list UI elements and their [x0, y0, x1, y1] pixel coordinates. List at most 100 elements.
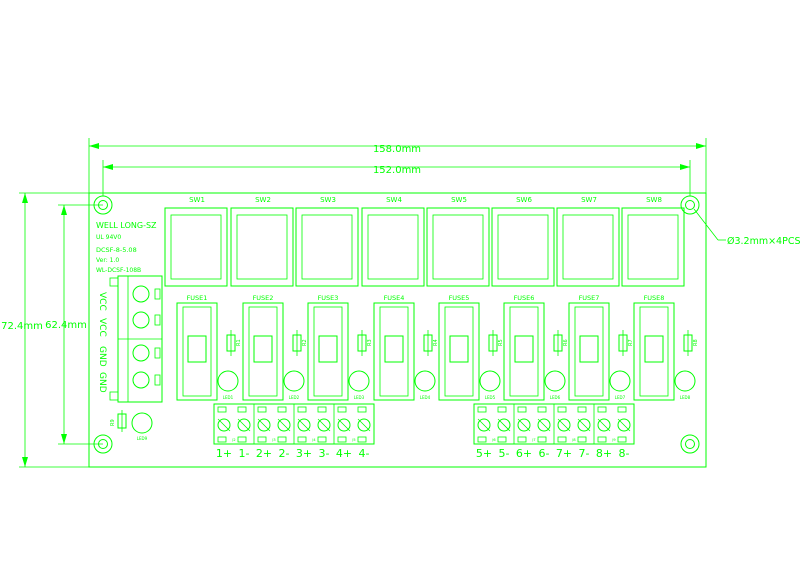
switch-label: SW4: [386, 196, 402, 204]
led4: LED4: [414, 370, 436, 400]
led7: LED7: [609, 370, 631, 400]
svg-text:LED6: LED6: [550, 395, 561, 400]
model-text: WL-DCSF-108B: [96, 267, 141, 274]
resistor-r8: R8: [683, 330, 699, 356]
pin-label-gnd-1: GND: [97, 346, 107, 367]
inner-width-label: 152.0mm: [373, 165, 421, 176]
hole-callout-label: Ø3.2mm×4PCS: [727, 236, 800, 247]
switch-label: SW6: [516, 196, 532, 204]
fuse-label: FUSE8: [644, 294, 665, 302]
output-label-left: 3-: [319, 447, 330, 460]
resistor-r6: R6: [553, 330, 569, 356]
svg-text:R9: R9: [110, 419, 116, 426]
output-label-left: 4-: [359, 447, 370, 460]
board-silkscreen-text: WELL LONG-SZ UL 94V0 DCSF-8-5.08 Ver: 1.…: [96, 221, 157, 274]
fuse-8: [633, 302, 675, 401]
output-label-right: 5-: [499, 447, 510, 460]
led2: LED2: [283, 370, 305, 400]
output-label-left: 3+: [296, 447, 312, 460]
fuse-label: FUSE7: [579, 294, 600, 302]
fuse-4: [373, 302, 415, 401]
fuse-3: [307, 302, 349, 401]
input-connector: VCC VCC GND GND: [97, 275, 163, 403]
svg-text:R4: R4: [433, 339, 439, 346]
svg-text:LED5: LED5: [485, 395, 496, 400]
fuse-2: [242, 302, 284, 401]
dimension-outer-width: 158.0mm: [88, 138, 707, 193]
resistor-r4: R4: [423, 330, 439, 356]
fuse-label: FUSE1: [187, 294, 208, 302]
svg-text:J9: J9: [611, 438, 615, 442]
switch-8: [621, 207, 685, 287]
mounting-hole-bottom-right: [680, 434, 700, 454]
switch-label: SW2: [255, 196, 271, 204]
led9: LED9: [131, 412, 153, 441]
fuse-label: FUSE3: [318, 294, 339, 302]
switch-label: SW1: [189, 196, 205, 204]
inner-height-label: 62.4mm: [45, 320, 87, 331]
maker-text: WELL LONG-SZ: [96, 221, 157, 230]
switch-4: [361, 207, 425, 287]
output-label-right: 8-: [619, 447, 630, 460]
fuse-7: [568, 302, 610, 401]
pin-label-gnd-2: GND: [97, 372, 107, 393]
pin-label-vcc-1: VCC: [97, 292, 107, 311]
fuse-label: FUSE6: [514, 294, 535, 302]
switch-3: [295, 207, 359, 287]
svg-text:LED9: LED9: [137, 436, 148, 441]
output-label-left: 1+: [216, 447, 232, 460]
outer-height-label: 72.4mm: [1, 321, 43, 332]
output-label-right: 5+: [476, 447, 492, 460]
switch-5: [426, 207, 490, 287]
hole-callout: Ø3.2mm×4PCS: [693, 208, 800, 247]
output-label-right: 6-: [539, 447, 550, 460]
svg-text:J7: J7: [531, 438, 535, 442]
svg-text:R5: R5: [498, 339, 504, 346]
svg-text:LED2: LED2: [289, 395, 300, 400]
fuse-5: [438, 302, 480, 401]
board-outline: [88, 192, 707, 468]
fuse-label: FUSE5: [449, 294, 470, 302]
svg-text:R1: R1: [236, 339, 242, 346]
fuse-1: [176, 302, 218, 401]
resistor-r5: R5: [488, 330, 504, 356]
svg-text:R7: R7: [628, 339, 634, 346]
svg-text:LED3: LED3: [354, 395, 365, 400]
svg-text:R3: R3: [367, 339, 373, 346]
svg-text:LED1: LED1: [223, 395, 234, 400]
switch-label: SW8: [646, 196, 662, 204]
fuse-label: FUSE4: [384, 294, 405, 302]
output-label-left: 2+: [256, 447, 272, 460]
switch-1: [164, 207, 228, 287]
svg-text:J5: J5: [351, 438, 355, 442]
led1: LED1: [217, 370, 239, 400]
switch-label: SW3: [320, 196, 336, 204]
svg-text:J3: J3: [271, 438, 275, 442]
fuse-6: [503, 302, 545, 401]
channel-group: SW1FUSE1R1LED1SW2FUSE2R2LED2SW3FUSE3R3LE…: [164, 196, 699, 401]
output-label-right: 8+: [596, 447, 612, 460]
fuse-label: FUSE2: [253, 294, 274, 302]
output-labels: 1+5+1-5-2+6+2-6-3+7+3-7-4+8+4-8-: [216, 447, 630, 460]
led6: LED6: [544, 370, 566, 400]
svg-text:R8: R8: [693, 339, 699, 346]
resistor-r2: R2: [292, 330, 308, 356]
resistor-r9: R9: [110, 410, 127, 432]
svg-text:LED4: LED4: [420, 395, 431, 400]
output-label-left: 4+: [336, 447, 352, 460]
outer-width-label: 158.0mm: [373, 144, 421, 155]
pin-label-vcc-2: VCC: [97, 318, 107, 337]
switch-7: [556, 207, 620, 287]
